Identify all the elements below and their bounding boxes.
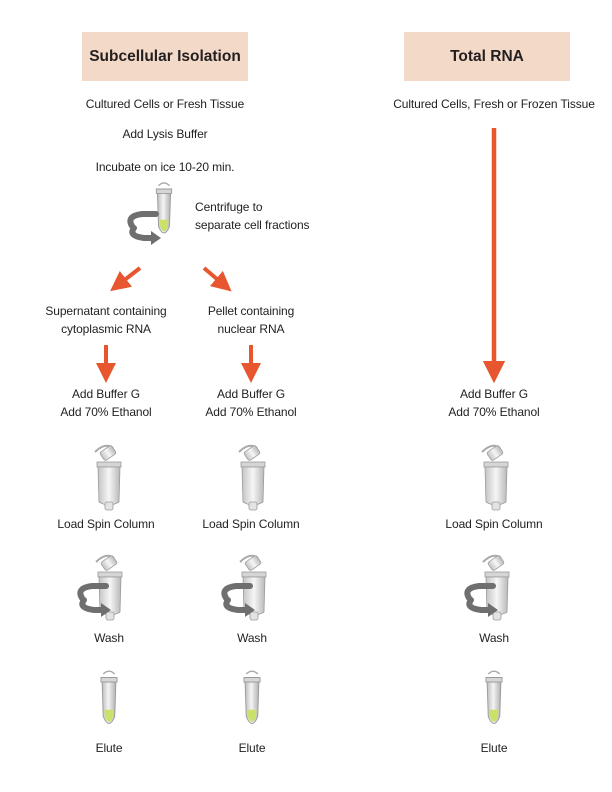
supernatant-line-2: cytoplasmic RNA — [61, 322, 151, 336]
elute-nuclear: Elute — [238, 741, 266, 755]
load-nuclear: Load Spin Column — [202, 517, 300, 531]
spin-column-icon — [238, 443, 266, 511]
branch-pellet: Pellet containing nuclear RNA — [208, 302, 294, 338]
elute-cytoplasmic: Elute — [95, 741, 123, 755]
centrifuge-line-2: separate cell fractions — [195, 218, 310, 232]
buffer-step-cytoplasmic: Add Buffer G Add 70% Ethanol — [60, 385, 151, 421]
spin-column-icon — [94, 443, 122, 511]
buffer-g-nuclear: Add Buffer G — [217, 387, 285, 401]
branch-supernatant: Supernatant containing cytoplasmic RNA — [45, 302, 166, 338]
step-start-total: Cultured Cells, Fresh or Frozen Tissue — [393, 97, 595, 111]
arrow-to-supernatant — [110, 266, 142, 292]
elute-total: Elute — [480, 741, 508, 755]
header-subcellular: Subcellular Isolation — [82, 32, 248, 81]
collection-tube-icon — [485, 670, 503, 725]
wash-total: Wash — [479, 631, 509, 645]
step-lysis: Add Lysis Buffer — [122, 127, 208, 141]
collection-tube-icon — [243, 670, 261, 725]
pellet-line-1: Pellet containing — [207, 304, 295, 318]
collection-tube-icon — [100, 670, 118, 725]
wash-cytoplasmic: Wash — [94, 631, 124, 645]
ethanol-nuclear: Add 70% Ethanol — [205, 405, 297, 419]
ethanol-cytoplasmic: Add 70% Ethanol — [60, 405, 152, 419]
header-total-rna: Total RNA — [404, 32, 570, 81]
rotation-arrow-icon — [130, 214, 161, 245]
pellet-line-2: nuclear RNA — [217, 322, 285, 336]
arrow-to-pellet — [202, 266, 232, 292]
centrifuge-line-1: Centrifuge to — [195, 200, 263, 214]
buffer-step-total: Add Buffer G Add 70% Ethanol — [448, 385, 539, 421]
step-centrifuge: Centrifuge to separate cell fractions — [195, 198, 310, 234]
supernatant-line-1: Supernatant containing — [45, 304, 167, 318]
ethanol-total: Add 70% Ethanol — [448, 405, 540, 419]
buffer-g-total: Add Buffer G — [460, 387, 528, 401]
load-cytoplasmic: Load Spin Column — [57, 517, 155, 531]
step-incubate: Incubate on ice 10-20 min. — [95, 160, 235, 174]
step-start-subcellular: Cultured Cells or Fresh Tissue — [85, 97, 245, 111]
load-total: Load Spin Column — [445, 517, 543, 531]
spin-column-icon — [481, 443, 509, 511]
wash-nuclear: Wash — [237, 631, 267, 645]
buffer-g-cytoplasmic: Add Buffer G — [72, 387, 140, 401]
buffer-step-nuclear: Add Buffer G Add 70% Ethanol — [205, 385, 296, 421]
centrifuge-tube-icon — [155, 182, 173, 234]
